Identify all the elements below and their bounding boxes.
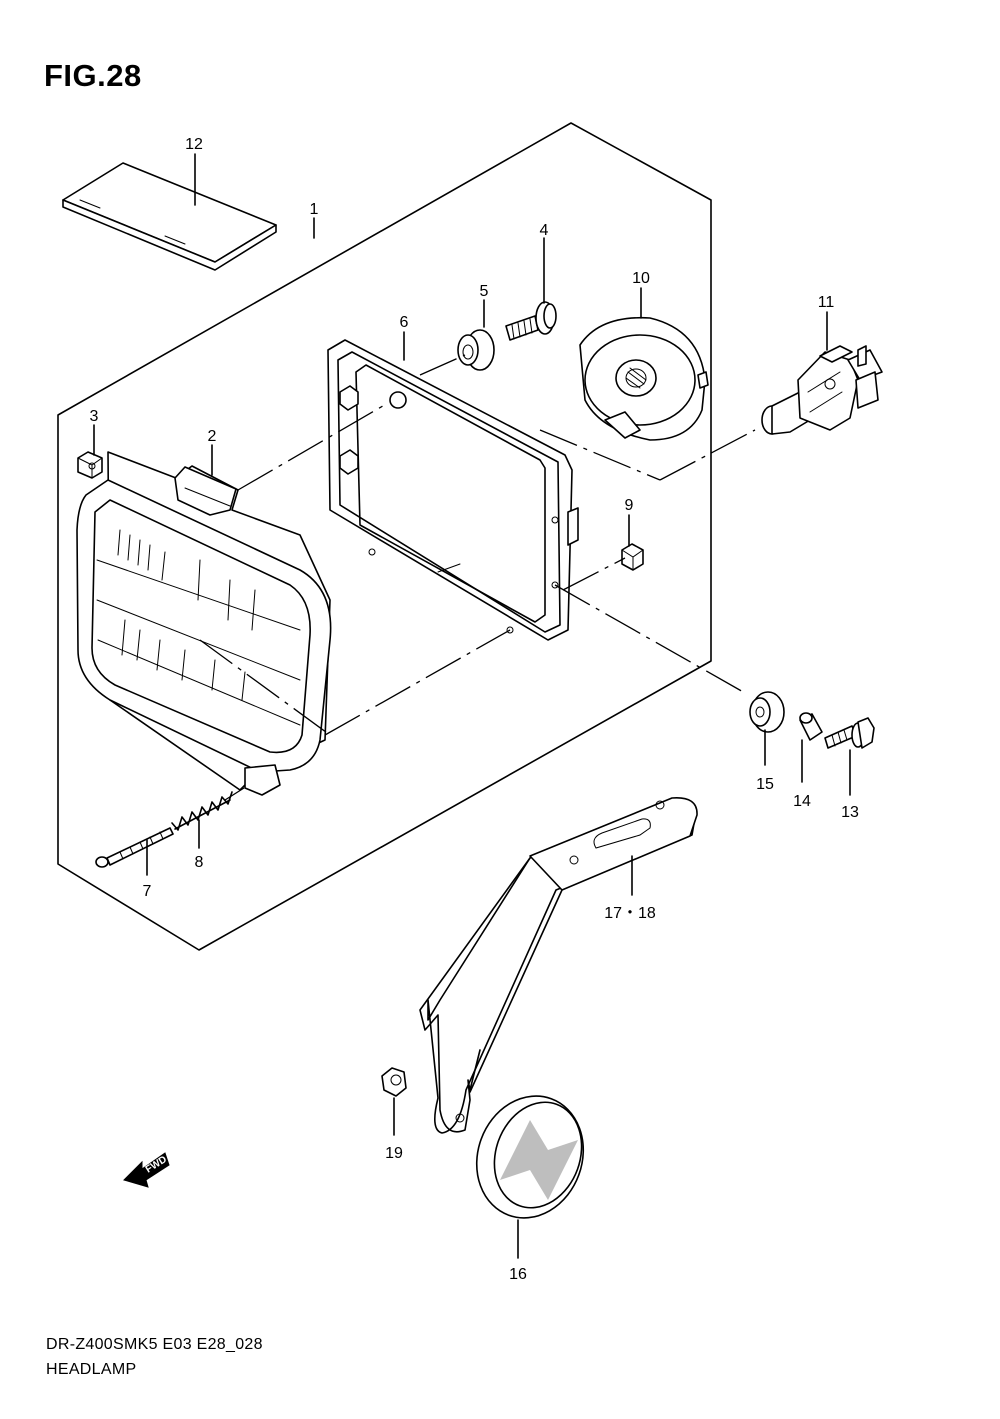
callout-16: 16: [509, 1266, 527, 1283]
callout-8: 8: [195, 854, 204, 871]
part-3-clip-nut: [77, 451, 103, 479]
callout-7: 7: [143, 883, 152, 900]
leader-lines: [93, 153, 851, 1259]
fwd-arrow-icon: FWD: [123, 1152, 170, 1188]
callout-11: 11: [818, 294, 835, 311]
callout-1: 1: [310, 201, 319, 218]
figure-title: FIG.28: [44, 58, 142, 93]
part-10-socket-cover: [579, 316, 709, 441]
callout-19: 19: [385, 1145, 403, 1162]
part-14-collar: [799, 712, 823, 741]
part-9-clip-nut: [621, 543, 644, 571]
part-16-reflector: [475, 1095, 585, 1219]
callout-6: 6: [400, 314, 409, 331]
callout-15: 15: [756, 776, 774, 793]
part-5-grommet: [457, 329, 495, 371]
part-4-screw: [505, 301, 557, 341]
callout-5: 5: [480, 283, 489, 300]
callout-14: 14: [793, 793, 811, 810]
part-6-headlamp-frame: [327, 339, 579, 641]
assembly-boundary: [57, 122, 712, 951]
part-11-bulb: [761, 345, 883, 435]
callout-10: 10: [632, 270, 650, 287]
callout-labels: 12 1 4 10 5 11 6 3 2 9 15 14 13 8 7 17・1…: [90, 136, 859, 1283]
callout-4: 4: [540, 222, 549, 239]
callout-17-18: 17・18: [604, 905, 656, 922]
model-code: DR-Z400SMK5 E03 E28_028: [46, 1336, 263, 1353]
part-12-label-plate: [62, 162, 277, 271]
part-17-18-bracket: [419, 797, 698, 1134]
callout-3: 3: [90, 408, 99, 425]
part-group-name: HEADLAMP: [46, 1361, 137, 1378]
part-13-bolt: [824, 717, 875, 749]
callout-12: 12: [185, 136, 203, 153]
callout-2: 2: [208, 428, 217, 445]
part-2-headlamp-unit: [76, 451, 332, 796]
part-15-cushion: [749, 691, 785, 733]
part-7-adjusting-screw: [95, 827, 174, 868]
callout-13: 13: [841, 804, 859, 821]
part-8-spring: [171, 791, 233, 831]
callout-9: 9: [625, 497, 634, 514]
alignment-lines: [199, 354, 756, 801]
part-19-nut: [381, 1067, 407, 1097]
